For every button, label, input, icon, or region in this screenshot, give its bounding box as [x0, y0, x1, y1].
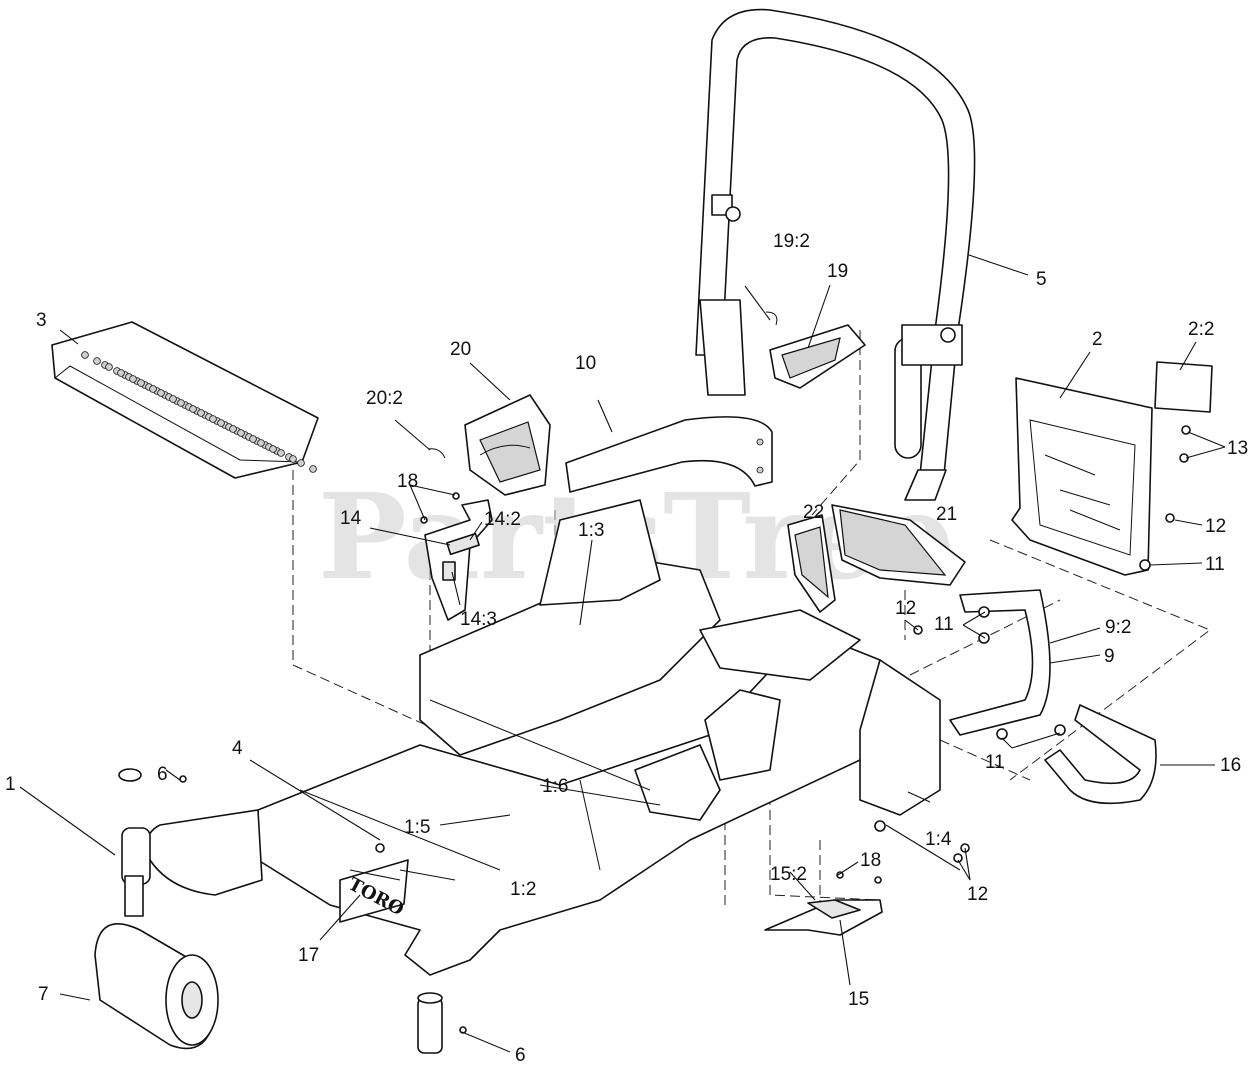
step-part-9 [949, 589, 1051, 736]
plate-hole [229, 425, 237, 433]
callout-2: 2 [1092, 329, 1103, 350]
plate-hole [189, 405, 197, 413]
bracket-part-10 [565, 416, 773, 493]
callout-1-6: 1:6 [542, 776, 568, 797]
callout-1-2: 1:2 [510, 879, 536, 900]
callout-14: 14 [340, 508, 362, 529]
main-frame [145, 499, 941, 976]
callout-18a: 18 [397, 471, 418, 492]
plate-hole [169, 395, 177, 403]
caster-post-part-6 [417, 992, 443, 1054]
cover-part-22 [787, 514, 836, 613]
callout-5: 5 [1036, 269, 1047, 290]
callout-19: 19 [827, 261, 848, 282]
plate-hole [157, 389, 165, 397]
callout-6b: 6 [515, 1045, 526, 1066]
callout-11c: 11 [985, 752, 1005, 773]
plate-hole [209, 415, 217, 423]
callout-6a: 6 [157, 764, 168, 785]
callout-13: 13 [1227, 438, 1248, 459]
plate-hole [117, 369, 125, 377]
callout-20-2: 20:2 [366, 388, 403, 409]
plate-hole [237, 429, 245, 437]
plate-hole [197, 409, 205, 417]
callout-17: 17 [298, 945, 319, 966]
plate-hole [93, 357, 101, 365]
callout-11a: 11 [1205, 554, 1225, 575]
callout-18b: 18 [860, 850, 881, 871]
callout-15-2: 15:2 [770, 864, 807, 885]
plate-hole [149, 385, 157, 393]
front-axle-part-1 [118, 768, 151, 917]
caster-wheel-part-7 [94, 923, 219, 1050]
callout-1-5: 1:5 [404, 817, 430, 838]
plate-hole [81, 351, 89, 359]
panel-part-19 [769, 324, 866, 389]
roll-bar-part-5 [695, 8, 976, 501]
callout-11b: 11 [934, 614, 954, 635]
plate-hole [249, 435, 257, 443]
callout-1: 1 [5, 774, 16, 795]
callout-14-2: 14:2 [484, 509, 521, 530]
plate-hole [309, 465, 317, 473]
callout-12c: 12 [967, 884, 988, 905]
plate-hole [129, 375, 137, 383]
callout-9-2: 9:2 [1105, 617, 1131, 638]
callout-labels: 1 1:2 1:3 1:4 1:5 1:6 2 2:2 3 4 5 6 6 7 … [5, 231, 1248, 1066]
plate-hole [289, 455, 297, 463]
callout-10: 10 [575, 353, 596, 374]
decal-part-2-2 [1154, 361, 1213, 413]
callout-15: 15 [848, 989, 869, 1010]
callout-16: 16 [1220, 755, 1241, 776]
bracket-part-14 [424, 499, 493, 621]
panel-part-15 [764, 899, 883, 936]
callout-9: 9 [1104, 646, 1115, 667]
callout-12a: 12 [1205, 516, 1226, 537]
callout-3: 3 [36, 310, 47, 331]
plate-hole [217, 419, 225, 427]
callout-20: 20 [450, 339, 471, 360]
guard-part-2 [1011, 377, 1153, 576]
front-plate-part-17: TORO [339, 859, 409, 923]
callout-19-2: 19:2 [773, 231, 810, 252]
callout-1-4: 1:4 [925, 829, 952, 850]
callout-12b: 12 [895, 598, 916, 619]
panel-part-20 [464, 394, 551, 496]
callout-2-2: 2:2 [1188, 319, 1214, 340]
plate-hole [177, 399, 185, 407]
leader-lines [19, 254, 1226, 1053]
cover-part-21 [831, 504, 966, 586]
callout-14-3: 14:3 [460, 609, 497, 630]
plate-hole [137, 379, 145, 387]
plate-hole [277, 449, 285, 457]
plate-hole [297, 459, 305, 467]
plate-hole [269, 445, 277, 453]
callout-7: 7 [38, 984, 49, 1005]
plate-hole [257, 439, 265, 447]
plate-hole [105, 363, 113, 371]
callout-4: 4 [232, 738, 243, 759]
foot-plate-part-3 [51, 321, 319, 479]
guard-part-16 [1044, 704, 1157, 805]
callout-21: 21 [936, 504, 957, 525]
callout-22: 22 [803, 502, 824, 523]
callout-1-3: 1:3 [578, 520, 604, 541]
